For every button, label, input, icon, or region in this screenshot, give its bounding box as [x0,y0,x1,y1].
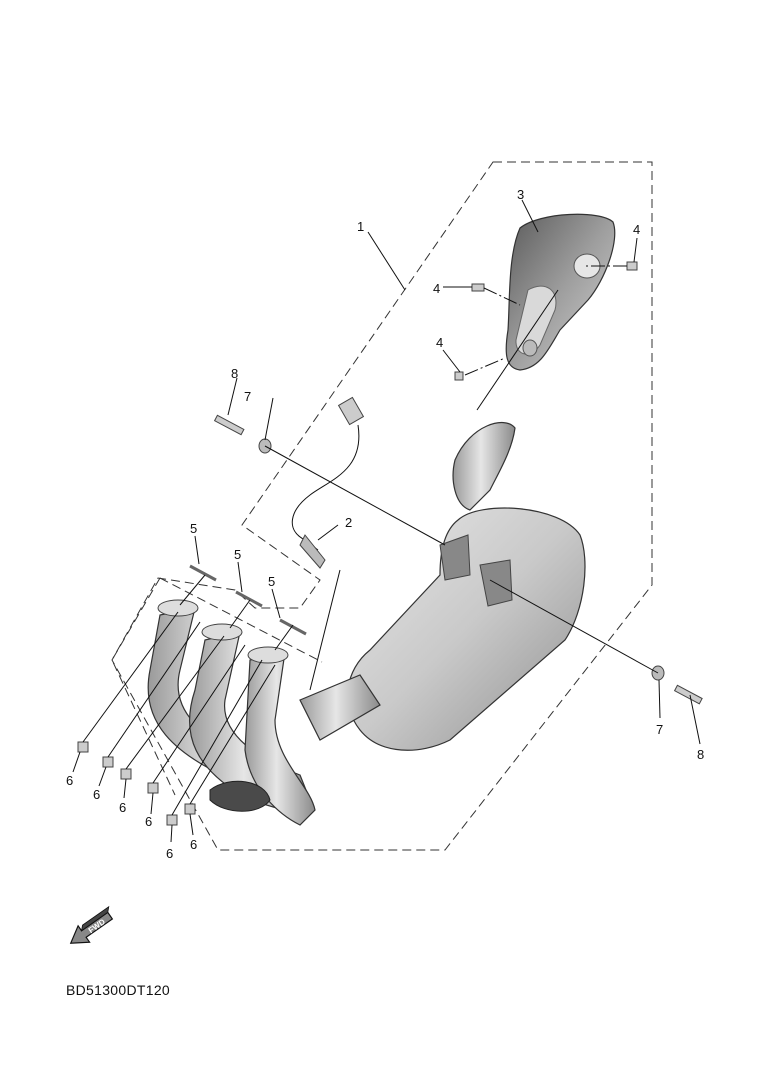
nut[interactable] [184,803,196,815]
stud-bolt[interactable] [189,564,217,582]
nut[interactable] [102,756,114,768]
callout-6: 6 [145,814,152,829]
exhaust-header-pipes[interactable] [147,599,316,826]
callout-6: 6 [166,846,173,861]
callout-6: 6 [119,800,126,815]
stud-bolt[interactable] [279,618,307,636]
protector-screw[interactable] [454,371,464,381]
muffler[interactable] [299,421,586,751]
protector-screw[interactable] [626,261,638,271]
callout-3: 3 [517,187,524,202]
nut[interactable] [166,814,178,826]
stud-bolt[interactable] [235,590,263,608]
bolt[interactable] [213,414,245,436]
forward-direction-arrow: FWD [69,905,114,944]
callout-6: 6 [66,773,73,788]
callout-4: 4 [433,281,440,296]
callout-1: 1 [357,219,364,234]
callout-5: 5 [268,574,275,589]
callout-5: 5 [234,547,241,562]
callout-4: 4 [436,335,443,350]
callout-6: 6 [190,837,197,852]
leader-lines [72,199,701,843]
callout-7: 7 [244,389,251,404]
callout-6: 6 [93,787,100,802]
assembly-boundary-muffler [111,161,653,851]
nut[interactable] [77,741,89,753]
oxygen-sensor[interactable] [291,396,365,569]
assembly-boundary-headers [111,577,323,796]
callout-4: 4 [633,222,640,237]
callout-7: 7 [656,722,663,737]
callout-2: 2 [345,515,352,530]
protector-screw[interactable] [471,283,485,292]
nut[interactable] [120,768,132,780]
callout-5: 5 [190,521,197,536]
nut[interactable] [147,782,159,794]
callout-8: 8 [231,366,238,381]
bolt[interactable] [673,684,703,705]
callout-8: 8 [697,747,704,762]
diagram-code: BD51300DT120 [66,982,170,998]
heat-protector[interactable] [505,213,616,371]
